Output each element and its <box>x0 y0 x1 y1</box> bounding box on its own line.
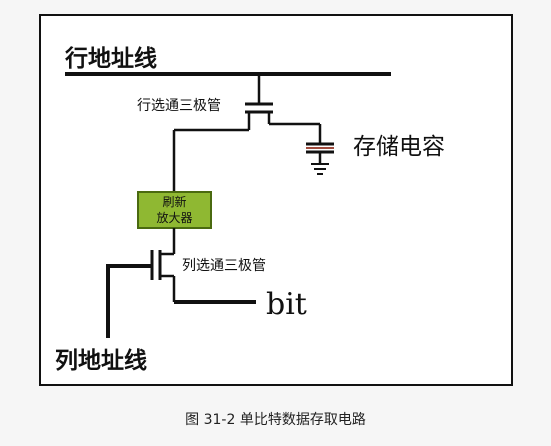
column-address-line-label: 列地址线 <box>55 347 147 374</box>
storage-capacitor-label: 存储电容 <box>353 134 445 160</box>
row-select-transistor-label: 行选通三极管 <box>137 98 221 114</box>
figure-caption: 图 31-2 单比特数据存取电路 <box>185 412 366 428</box>
column-select-transistor-label: 列选通三极管 <box>182 258 266 274</box>
row-select-transistor <box>245 74 273 124</box>
refresh-amplifier-label-line1: 刷新 <box>162 194 186 209</box>
row-address-line-label: 行地址线 <box>64 45 157 72</box>
bit-line-label: bit <box>266 287 307 322</box>
storage-capacitor <box>269 122 334 175</box>
refresh-amplifier: 刷新 放大器 <box>137 191 212 229</box>
diagram-frame <box>39 14 513 386</box>
refresh-amplifier-label-line2: 放大器 <box>156 210 192 225</box>
